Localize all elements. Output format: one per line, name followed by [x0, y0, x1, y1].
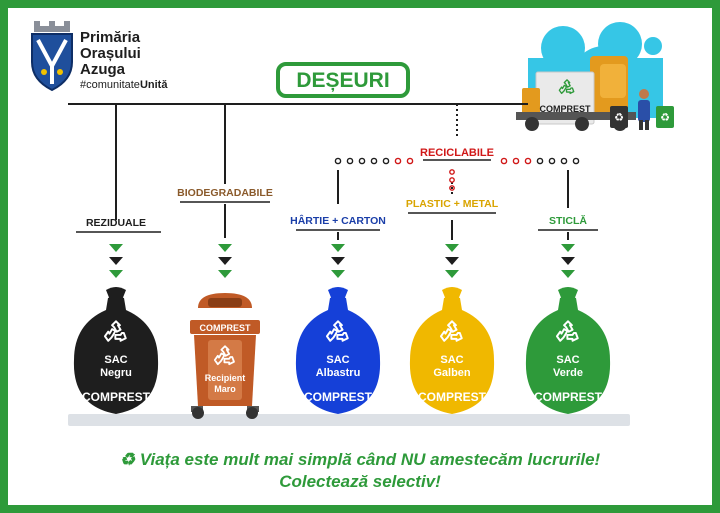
footer-slogan-text: Viața este mult mai simplă când NU amest…: [139, 450, 601, 469]
bin-1-line1: SAC: [104, 354, 127, 366]
bin-2-brand: COMPREST: [199, 323, 251, 333]
truck-bin-icon-1: ♻: [614, 112, 624, 124]
bin-3-brand: COMPREST: [304, 390, 373, 404]
category-tree-lines: [68, 103, 569, 240]
label-recyclable: RECICLABILE: [420, 147, 494, 159]
bin-brown-container: COMPREST Recipient Maro: [190, 293, 260, 419]
bin-4-brand: COMPREST: [418, 390, 487, 404]
bin-4-line1: SAC: [440, 354, 463, 366]
label-biodegradable: BIODEGRADABILE: [177, 187, 273, 199]
bin-3-line1: SAC: [326, 354, 349, 366]
bin-1-line2: Negru: [100, 367, 132, 379]
garbage-truck-illustration: COMPREST ♻ ♻: [516, 22, 674, 131]
bin-3-line2: Albastru: [316, 367, 361, 379]
truck-bin-icon-2: ♻: [660, 112, 670, 124]
label-residual: REZIDUALE: [86, 217, 146, 229]
label-plastic-metal: PLASTIC + METAL: [406, 198, 499, 210]
bin-blue-bag: SAC Albastru COMPREST: [295, 287, 381, 414]
coat-of-arms-logo: [31, 21, 73, 92]
arrow-icons: [109, 244, 575, 278]
hashtag-prefix: #comunitate: [80, 79, 140, 91]
bin-1-brand: COMPREST: [82, 390, 151, 404]
truck-brand-label: COMPREST: [539, 104, 591, 114]
footer-slogan: ♻ Viața este mult mai simplă când NU ame…: [8, 449, 712, 493]
bin-yellow-bag: SAC Galben COMPREST: [409, 287, 495, 414]
ground-shelf: [68, 414, 630, 426]
footer-line1: ♻ Viața este mult mai simplă când NU ame…: [8, 449, 712, 471]
bin-4-line2: Galben: [433, 367, 471, 379]
bin-2-line2: Maro: [214, 384, 236, 394]
footer-line2: Colectează selectiv!: [279, 472, 441, 491]
bin-5-line1: SAC: [556, 354, 579, 366]
page-title: DEȘEURI: [296, 69, 389, 92]
poster: Primăria Orașului Azuga #comunitateUnită…: [8, 8, 712, 505]
bin-green-bag: SAC Verde COMPREST: [525, 287, 611, 414]
bin-2-line1: Recipient: [205, 373, 246, 383]
recycle-icon: ♻: [119, 450, 136, 469]
hashtag-bold: Unită: [140, 79, 168, 91]
label-paper-cardboard: HÂRTIE + CARTON: [290, 214, 386, 227]
title-pill: [276, 62, 410, 98]
hashtag: #comunitateUnită: [80, 79, 168, 91]
org-name-line2: Orașului: [80, 45, 141, 62]
org-name-line1: Primăria: [80, 29, 141, 46]
bin-5-brand: COMPREST: [534, 390, 603, 404]
org-name-line3: Azuga: [80, 61, 126, 78]
recyclable-dotted-connector: [334, 157, 580, 191]
bin-black-bag: SAC Negru COMPREST: [73, 287, 159, 414]
label-glass: STICLĂ: [549, 214, 587, 227]
bin-5-line2: Verde: [553, 367, 583, 379]
